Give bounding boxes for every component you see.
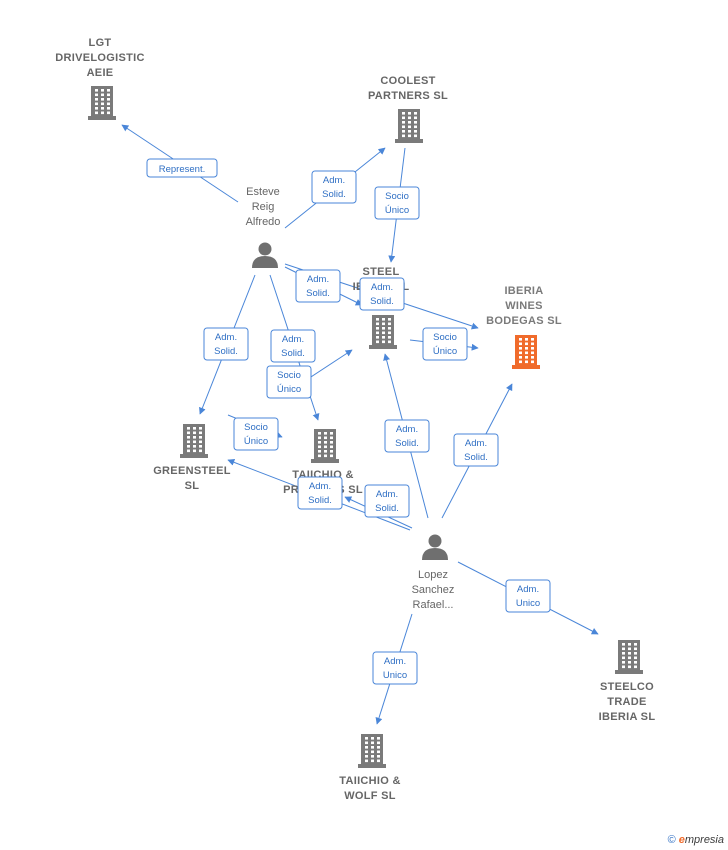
edge-label-box[interactable]: Adm. Solid. — [364, 484, 410, 518]
edge-label-text: Adm. — [376, 489, 398, 500]
node-label-line: TRADE — [607, 696, 646, 708]
edge-label-text: Solid. — [375, 503, 399, 514]
edge-label-text: Único — [385, 205, 409, 216]
node-label-line: Lopez — [418, 569, 448, 581]
node-label-line: TAIICHIO & — [339, 775, 400, 787]
node-taiichio-wolf[interactable]: TAIICHIO & WOLF SL — [339, 734, 400, 802]
edge-label-box[interactable]: Adm. Solid. — [203, 327, 249, 361]
edge-label-text: Solid. — [306, 288, 330, 299]
edge-label-text: Adm. — [215, 332, 237, 343]
edge-label-text: Adm. — [396, 424, 418, 435]
copyright-symbol: © — [667, 834, 676, 846]
edge-label-box[interactable]: Adm. Solid. — [384, 419, 430, 453]
edge-label-text: Adm. — [323, 175, 345, 186]
edge-label-text: Socio — [433, 332, 457, 343]
node-label-line: STEELCO — [600, 681, 654, 693]
node-label-line: DRIVELOGISTIC — [55, 52, 144, 64]
edge-label-text: Único — [277, 384, 301, 395]
edge-label-text: Solid. — [281, 348, 305, 359]
node-label-line: BODEGAS SL — [486, 315, 562, 327]
node-label-line: IBERIA — [504, 285, 543, 297]
node-label-line: WINES — [505, 300, 543, 312]
building-icon — [512, 335, 540, 369]
person-icon — [422, 534, 448, 560]
node-label-line: COOLEST — [380, 75, 435, 87]
node-label-line: WOLF SL — [344, 790, 396, 802]
node-label-line: PARTNERS SL — [368, 90, 448, 102]
node-label-line: Reig — [252, 201, 275, 213]
edge-label-box[interactable]: Adm. Unico — [372, 651, 418, 685]
edge-label-text: Solid. — [464, 452, 488, 463]
node-label-line: LGT — [89, 37, 112, 49]
node-label-line: Esteve — [246, 186, 280, 198]
building-icon — [615, 640, 643, 674]
node-coolest[interactable]: COOLEST PARTNERS SL — [368, 75, 448, 143]
node-steelco[interactable]: STEELCO TRADE IBERIA SL — [599, 640, 656, 723]
person-icon — [252, 242, 278, 268]
edge-label-text: Único — [433, 346, 457, 357]
edge-label-text: Solid. — [308, 495, 332, 506]
building-icon — [88, 86, 116, 120]
building-icon — [369, 315, 397, 349]
edge-label-box[interactable]: Adm. Solid. — [270, 329, 316, 363]
brand-e-logo: e — [678, 834, 685, 846]
edge-label-text: Unico — [383, 670, 407, 681]
edge-label-text: Solid. — [370, 296, 394, 307]
node-label-line: STEEL — [363, 266, 400, 278]
edge-labels-layer: Represent.Adm.Solid.SocioÚnicoAdm.Solid.… — [146, 158, 551, 685]
edge-label-text: Adm. — [307, 274, 329, 285]
building-icon — [395, 109, 423, 143]
edge-label-text: Socio — [244, 422, 268, 433]
edge-label-box[interactable]: Adm. Solid. — [453, 433, 499, 467]
node-label-line: SL — [185, 480, 200, 492]
node-lopez[interactable]: LopezSanchezRafael... — [412, 534, 455, 612]
brand-name: mpresia — [684, 834, 724, 846]
building-icon — [358, 734, 386, 768]
edge-label-text: Único — [244, 436, 268, 447]
edge-label-text: Adm. — [465, 438, 487, 449]
edge-label-text: Adm. — [309, 481, 331, 492]
node-iberia-wines[interactable]: IBERIA WINES BODEGAS SL — [486, 285, 562, 369]
edge-label-text: Unico — [516, 598, 540, 609]
footer-brand: © empresia — [668, 834, 724, 846]
building-icon — [311, 429, 339, 463]
node-greensteel[interactable]: GREENSTEEL SL — [153, 424, 231, 492]
node-lgt[interactable]: LGT DRIVELOGISTIC AEIE — [55, 37, 144, 120]
node-label-line: GREENSTEEL — [153, 465, 231, 477]
node-label-line: IBERIA SL — [599, 711, 656, 723]
edge-label-text: Adm. — [517, 584, 539, 595]
edge-label-text: Solid. — [322, 189, 346, 200]
node-label-line: Sanchez — [412, 584, 455, 596]
edge-label-text: Socio — [277, 370, 301, 381]
node-label-line: AEIE — [87, 67, 114, 79]
edge-label-text: Adm. — [371, 282, 393, 293]
nodes-layer: LGT DRIVELOGISTIC AEIE COOLEST PARTNERS SL Es… — [55, 37, 655, 802]
edge-label-text: Represent. — [159, 164, 205, 175]
edge-label-box[interactable]: Adm. Unico — [505, 579, 551, 613]
edge-label-box[interactable]: Adm. Solid. — [359, 277, 405, 311]
edge-label-box[interactable]: Adm. Solid. — [295, 269, 341, 303]
edge-label-text: Adm. — [384, 656, 406, 667]
edge-label-text: Solid. — [214, 346, 238, 357]
edge-label-text: Adm. — [282, 334, 304, 345]
node-label-line: Rafael... — [413, 599, 454, 611]
building-icon — [180, 424, 208, 458]
edge-label-box[interactable]: Adm. Solid. — [311, 170, 357, 204]
edge-label-text: Socio — [385, 191, 409, 202]
edge-label-box[interactable]: Adm. Solid. — [297, 476, 343, 510]
edge-label-box[interactable]: Represent. — [146, 158, 218, 178]
node-label-line: Alfredo — [246, 216, 281, 228]
edge-label-text: Solid. — [395, 438, 419, 449]
